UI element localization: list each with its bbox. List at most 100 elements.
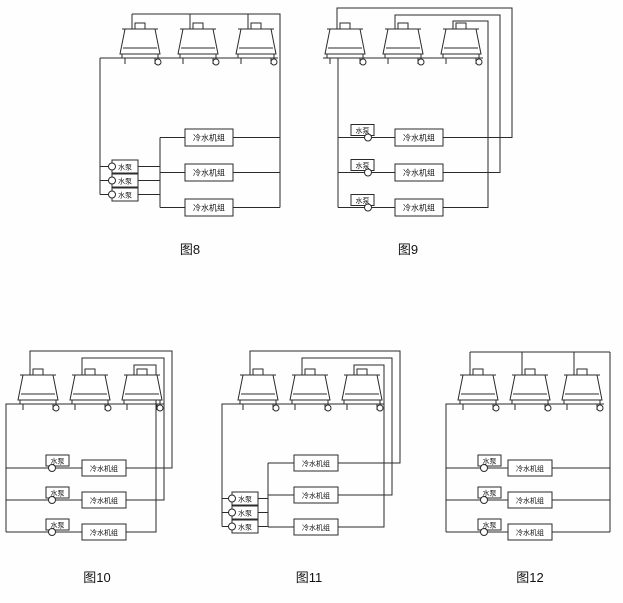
- pump: 水泵: [45, 486, 70, 504]
- pump-label: 水泵: [483, 457, 497, 466]
- pump-box: [45, 486, 70, 499]
- pump-box: [477, 454, 502, 467]
- pump-circle-icon: [228, 508, 236, 517]
- figure-11: 水泵 水泵 水泵 冷水机组 冷水机组 冷水机组 图11: [221, 350, 401, 585]
- chiller-label: 冷水机组: [193, 203, 225, 213]
- pump-label: 水泵: [118, 191, 132, 200]
- pump: 水泵: [228, 491, 259, 506]
- chiller-label: 冷水机组: [516, 464, 544, 473]
- chiller-label: 冷水机组: [302, 491, 330, 500]
- cooling-tower: [339, 368, 385, 412]
- pump: 水泵: [45, 454, 70, 472]
- piping: [445, 351, 611, 533]
- chiller-unit: 冷水机组: [293, 518, 339, 536]
- figure-caption: 图11: [296, 570, 323, 585]
- chiller-unit: 冷水机组: [293, 486, 339, 504]
- pump: 水泵: [477, 454, 502, 472]
- cooling-tower: [67, 368, 113, 412]
- chiller-unit: 冷水机组: [507, 523, 553, 541]
- chiller-unit: 冷水机组: [293, 454, 339, 472]
- chiller-label: 冷水机组: [516, 528, 544, 537]
- chiller-box: [394, 128, 444, 147]
- pump-circle-icon: [364, 133, 372, 142]
- pump-circle-icon: [364, 203, 372, 212]
- pump: 水泵: [350, 159, 375, 177]
- chiller-unit: 冷水机组: [184, 128, 234, 147]
- figure-12: 水泵 水泵 水泵 冷水机组 冷水机组 冷水机组 图12: [445, 351, 611, 585]
- chiller-box: [184, 128, 234, 147]
- pump-label: 水泵: [118, 177, 132, 186]
- pump-circle-icon: [108, 176, 116, 185]
- pump: 水泵: [108, 159, 139, 174]
- pump: 水泵: [477, 486, 502, 504]
- chiller-box: [394, 198, 444, 217]
- cooling-tower: [380, 22, 426, 66]
- chiller-label: 冷水机组: [403, 168, 435, 178]
- pump-circle-icon: [108, 162, 116, 171]
- piping: [221, 350, 401, 528]
- chiller-label: 冷水机组: [302, 523, 330, 532]
- pump-circle-icon: [480, 528, 488, 536]
- cooling-tower: [287, 368, 333, 412]
- pump-circle-icon: [108, 190, 116, 199]
- pump-box: [350, 124, 375, 136]
- pump-circle-icon: [228, 522, 236, 531]
- chiller-label: 冷水机组: [193, 168, 225, 178]
- cooling-tower: [175, 22, 221, 66]
- pump-label: 水泵: [356, 196, 370, 205]
- chiller-label: 冷水机组: [90, 528, 118, 537]
- chiller-box: [293, 486, 339, 504]
- cooling-tower: [322, 22, 368, 66]
- cooling-tower: [119, 368, 165, 412]
- piping: [99, 13, 281, 208]
- pump-box: [45, 454, 70, 467]
- pump-label: 水泵: [118, 163, 132, 172]
- pump-label: 水泵: [51, 457, 65, 466]
- pump-circle-icon: [48, 496, 56, 504]
- pump-circle-icon: [48, 464, 56, 472]
- chiller-box: [81, 491, 127, 509]
- pump-circle-icon: [480, 464, 488, 472]
- pump-label: 水泵: [483, 521, 497, 530]
- chiller-unit: 冷水机组: [81, 459, 127, 477]
- pump-label: 水泵: [238, 495, 252, 504]
- pump-box: [477, 486, 502, 499]
- pump-circle-icon: [364, 168, 372, 177]
- piping: [5, 350, 173, 533]
- pump-label: 水泵: [356, 161, 370, 170]
- chiller-unit: 冷水机组: [394, 198, 444, 217]
- pump-circle-icon: [48, 528, 56, 536]
- pump-label: 水泵: [238, 509, 252, 518]
- chiller-unit: 冷水机组: [394, 163, 444, 182]
- pump: 水泵: [350, 194, 375, 212]
- chiller-box: [394, 163, 444, 182]
- pump: 水泵: [45, 518, 70, 536]
- cooling-tower: [235, 368, 281, 412]
- chiller-unit: 冷水机组: [507, 491, 553, 509]
- chiller-label: 冷水机组: [193, 133, 225, 143]
- chiller-unit: 冷水机组: [394, 128, 444, 147]
- chiller-box: [293, 518, 339, 536]
- pump-box: [477, 518, 502, 531]
- pump: 水泵: [350, 124, 375, 142]
- cooling-tower: [455, 368, 501, 412]
- chiller-unit: 冷水机组: [184, 163, 234, 182]
- figure-10: 水泵 水泵 水泵 冷水机组 冷水机组 冷水机组 图10: [5, 350, 173, 585]
- pump-label: 水泵: [51, 489, 65, 498]
- pump: 水泵: [477, 518, 502, 536]
- pump: 水泵: [108, 173, 139, 188]
- chiller-label: 冷水机组: [516, 496, 544, 505]
- pump: 水泵: [228, 505, 259, 520]
- cooling-tower: [15, 368, 61, 412]
- chiller-box: [81, 459, 127, 477]
- pump-box: [350, 194, 375, 206]
- cooling-tower: [559, 368, 605, 412]
- cooling-tower: [507, 368, 553, 412]
- pump: 水泵: [108, 187, 139, 202]
- pump-circle-icon: [228, 494, 236, 503]
- pump-label: 水泵: [51, 521, 65, 530]
- figure-9: 水泵 水泵 水泵 冷水机组 冷水机组 冷水机组 图9: [322, 7, 513, 257]
- chiller-label: 冷水机组: [90, 496, 118, 505]
